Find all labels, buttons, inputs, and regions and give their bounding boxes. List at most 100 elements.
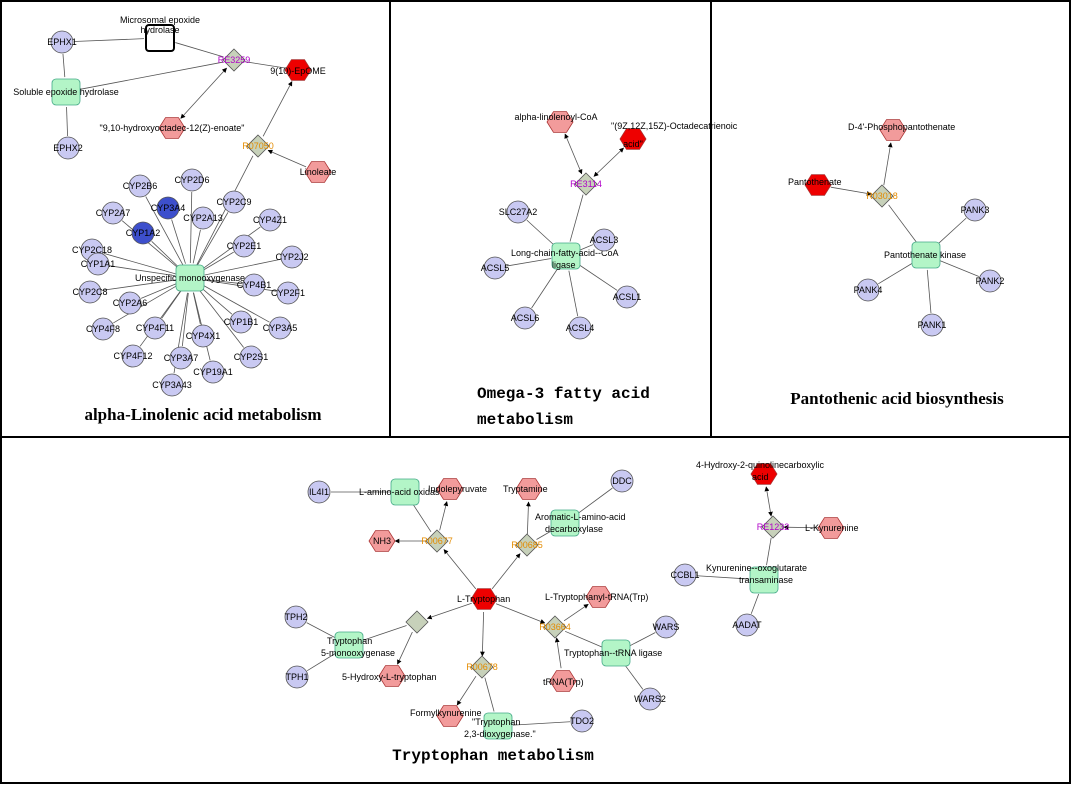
node-cyp2c9[interactable]: CYP2C9 [216,190,252,214]
node-cyp4b1[interactable]: CYP4B1 [237,273,272,297]
node-pank1[interactable]: PANK1 [918,313,947,337]
node-cyp1b1[interactable]: CYP1B1 [224,310,259,334]
node-shape [201,360,225,384]
edge-UMO-R07050 [196,155,254,265]
node-rtph[interactable] [405,610,429,634]
node-r00677[interactable]: R00677 [421,529,453,553]
node-lino[interactable]: Linoleate [300,161,337,183]
node-r03018[interactable]: R03018 [866,184,898,208]
node-cyp2a6[interactable]: CYP2A6 [113,291,148,315]
node-label: RE1232 [757,522,790,532]
node-umo[interactable]: Unspecific monooxygenase [135,264,245,292]
node-htp[interactable]: 5-Hydroxy-L-tryptophan [342,665,437,687]
node-laao[interactable]: L-amino-acid oxidase [359,478,445,506]
node-r03664[interactable]: R03664 [539,615,571,639]
node-nh3[interactable]: NH3 [368,530,396,552]
node-ipyr[interactable]: Indolepyruvate [428,478,487,500]
node-cyp2c8[interactable]: CYP2C8 [72,280,108,304]
node-r00678[interactable]: R00678 [466,655,498,679]
node-aadat[interactable]: AADAT [732,613,762,637]
node-slc27a2[interactable]: SLC27A2 [499,200,538,224]
node-fk[interactable]: Formylkynurenine [410,705,482,727]
node-shape [191,324,215,348]
node-acsl1[interactable]: ACSL1 [613,285,642,309]
node-cyp2a13[interactable]: CYP2A13 [183,206,223,230]
node-alcoa[interactable]: alpha-linolenoyl-CoA [514,111,598,133]
node-seh[interactable]: Soluble epoxide hydrolase [13,78,119,106]
node-pank4[interactable]: PANK4 [854,278,883,302]
node-cyp4x1[interactable]: CYP4X1 [186,324,221,348]
node-cyp4f12[interactable]: CYP4F12 [113,344,153,368]
node-tph1[interactable]: TPH1 [285,665,309,689]
node-cyp2d6[interactable]: CYP2D6 [174,168,210,192]
node-cyp1a1[interactable]: CYP1A1 [81,252,116,276]
node-ccbl1[interactable]: CCBL1 [670,563,700,587]
node-label-line: Long-chain-fatty-acid--CoA [511,248,619,258]
node-pank3[interactable]: PANK3 [961,198,990,222]
node-cyp3a5[interactable]: CYP3A5 [263,316,298,340]
node-epome[interactable]: 9(10)-EpOME [270,59,326,81]
edge-UMO-CYP4F8 [113,285,178,324]
node-cyp3a4[interactable]: CYP3A4 [151,196,186,220]
node-hod[interactable]: "9,10-hydroxyoctadec-12(Z)-enoate" [100,117,245,139]
node-r00685[interactable]: R00685 [511,533,543,557]
node-shape [101,201,125,225]
node-label: TDO2 [570,716,594,726]
node-trl[interactable]: Tryptophan--tRNA ligase [564,639,662,667]
node-shape [160,373,184,397]
node-shape [378,665,406,687]
node-cyp3a43[interactable]: CYP3A43 [152,373,192,397]
node-cyp3a7[interactable]: CYP3A7 [164,346,199,370]
node-wars[interactable]: WARS [653,615,680,639]
node-d4p[interactable]: D-4'-Phosphopantothenate [848,119,955,141]
node-pank2[interactable]: PANK2 [976,269,1005,293]
node-ddc[interactable]: DDC [610,469,634,493]
node-ephx2[interactable]: EPHX2 [53,136,83,160]
node-trptrna[interactable]: L-Tryptophanyl-tRNA(Trp) [545,586,648,608]
node-cyp1a2[interactable]: CYP1A2 [126,221,161,245]
node-acsl4[interactable]: ACSL4 [566,316,595,340]
node-acsl3[interactable]: ACSL3 [590,228,619,252]
node-acsl6[interactable]: ACSL6 [511,306,540,330]
node-tdo2[interactable]: TDO2 [570,709,594,733]
node-lkyn[interactable]: L-Kynurenine [805,517,859,539]
node-tryptamine[interactable]: Tryptamine [503,478,548,500]
node-cyp4f11[interactable]: CYP4F11 [136,316,174,340]
node-cyp2f1[interactable]: CYP2F1 [271,281,305,305]
node-cyp4f8[interactable]: CYP4F8 [86,317,120,341]
node-r1232[interactable]: RE1232 [757,515,790,539]
node-ltrp[interactable]: L-Tryptophan [457,588,510,610]
node-cyp2e1[interactable]: CYP2E1 [227,234,262,258]
node-tph2[interactable]: TPH2 [284,605,308,629]
node-pank[interactable]: Pantothenate kinase [884,241,966,269]
node-pant[interactable]: Pantothenate [788,174,842,196]
node-shape [284,59,312,81]
node-trna[interactable]: tRNA(Trp) [543,670,584,692]
node-r07050[interactable]: R07050 [242,134,274,158]
node-acsl5[interactable]: ACSL5 [481,256,510,280]
node-cyp4z1[interactable]: CYP4Z1 [253,208,287,232]
node-wars2[interactable]: WARS2 [634,687,666,711]
node-cyp2b6[interactable]: CYP2B6 [123,174,158,198]
node-cyp2s1[interactable]: CYP2S1 [234,345,269,369]
node-r3259[interactable]: RE3259 [218,48,251,72]
node-il4i1[interactable]: IL4I1 [307,480,331,504]
node-cyp2a7[interactable]: CYP2A7 [96,201,131,225]
edge-UMO-CYP3A4 [171,219,186,264]
node-r3114[interactable]: RE3114 [570,172,602,196]
node-shape [574,172,598,196]
node-cyp2j2[interactable]: CYP2J2 [275,245,309,269]
node-cyp19a1[interactable]: CYP19A1 [193,360,233,384]
node-ephx1[interactable]: EPHX1 [47,30,77,54]
node-label: Pantothenate kinase [884,250,966,260]
node-shape [543,615,567,639]
